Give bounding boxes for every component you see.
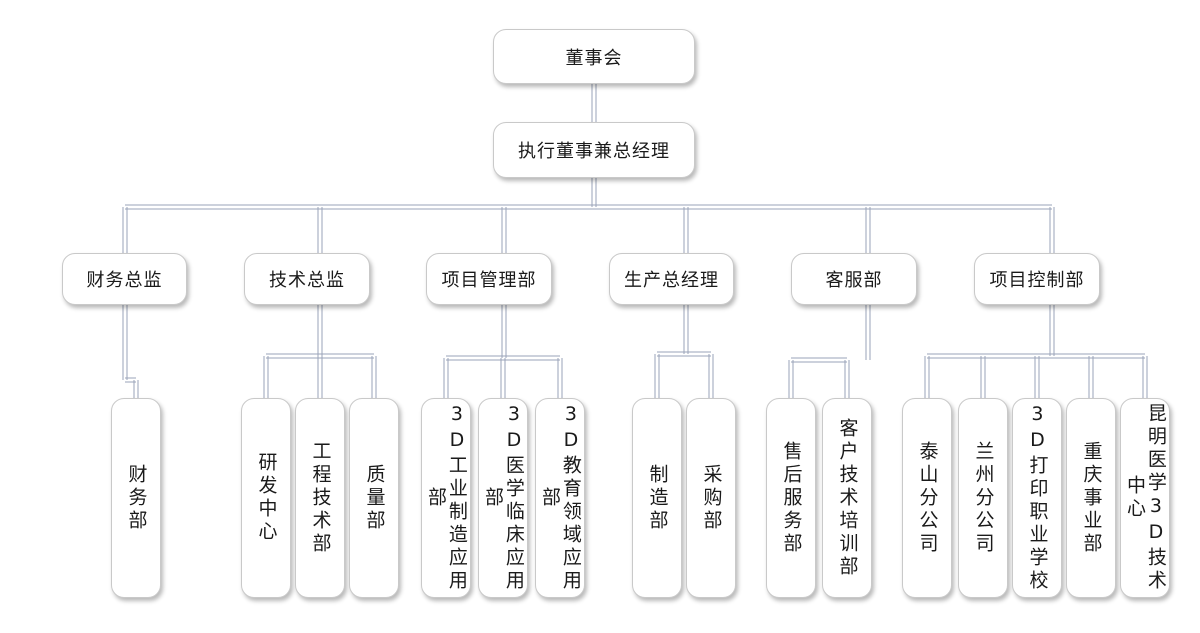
node-rd-center: 研发中心 <box>241 398 291 598</box>
node-taishan-branch: 泰山分公司 <box>902 398 952 598</box>
node-dept-project-control: 项目控制部 <box>974 253 1100 305</box>
node-3d-industrial-dept: 3D工业制造应用部 <box>421 398 471 598</box>
node-dept-technical-director: 技术总监 <box>244 253 370 305</box>
node-board: 董事会 <box>493 29 695 84</box>
node-3d-medical-dept: 3D医学临床应用部 <box>478 398 528 598</box>
node-dept-finance-director: 财务总监 <box>62 253 187 305</box>
node-dept-production-manager: 生产总经理 <box>609 253 734 305</box>
node-chongqing-division: 重庆事业部 <box>1066 398 1116 598</box>
node-manufacturing-dept: 制造部 <box>632 398 682 598</box>
node-3d-education-dept: 3D教育领域应用部 <box>535 398 585 598</box>
node-quality-dept: 质量部 <box>349 398 399 598</box>
node-executive: 执行董事兼总经理 <box>493 122 695 178</box>
node-after-sales-dept: 售后服务部 <box>766 398 816 598</box>
node-3d-printing-school: 3D打印职业学校 <box>1012 398 1062 598</box>
node-dept-project-management: 项目管理部 <box>426 253 552 305</box>
node-procurement-dept: 采购部 <box>686 398 736 598</box>
node-engineering-dept: 工程技术部 <box>295 398 345 598</box>
node-customer-training-dept: 客户技术培训部 <box>822 398 872 598</box>
node-dept-customer-service: 客服部 <box>791 253 917 305</box>
node-kunming-3d-center: 昆明医学3D技术中心 <box>1120 398 1170 598</box>
node-finance-dept: 财务部 <box>111 398 161 598</box>
node-lanzhou-branch: 兰州分公司 <box>958 398 1008 598</box>
